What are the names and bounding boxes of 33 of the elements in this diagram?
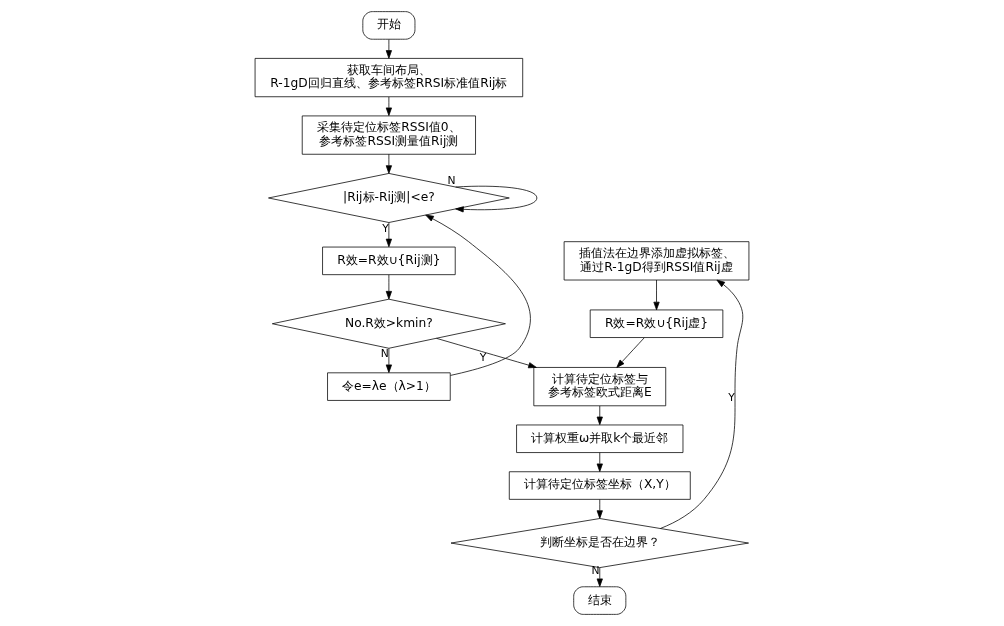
edge-label: Y bbox=[728, 391, 735, 405]
arrow bbox=[455, 185, 538, 213]
node-box: 开始 bbox=[362, 11, 416, 40]
arrow bbox=[660, 279, 744, 529]
arrow bbox=[596, 499, 603, 519]
arrow bbox=[385, 39, 392, 59]
arrow bbox=[425, 214, 531, 376]
edge-label: Y bbox=[382, 221, 389, 235]
node-box: R效=R效∪{Rij测} bbox=[322, 246, 456, 276]
arrow bbox=[385, 222, 392, 248]
node-diamond: No.R效>kmin? bbox=[271, 298, 506, 349]
node-box: R效=R效∪{Rij虚} bbox=[589, 309, 724, 338]
arrow bbox=[385, 96, 392, 116]
node-box: 令e=λe（λ>1） bbox=[327, 372, 451, 401]
edge-label: N bbox=[380, 347, 389, 361]
node-box: 计算待定位标签与参考标签欧式距离E bbox=[533, 367, 667, 407]
node-box: 获取车间布局、R-1gD回归直线、参考标签RRSI标准值Rij标 bbox=[254, 58, 524, 98]
arrow bbox=[596, 567, 603, 587]
node-box: 采集待定位标签RSSI值0、参考标签RSSI测量值Rij测 bbox=[301, 115, 476, 155]
arrow bbox=[616, 337, 645, 368]
node-box: 插值法在边界添加虚拟标签、通过R-1gD得到RSSI值Rij虚 bbox=[563, 241, 750, 281]
arrow bbox=[596, 452, 603, 472]
arrow bbox=[436, 337, 537, 369]
arrow bbox=[653, 279, 660, 311]
edge-label: N bbox=[447, 174, 456, 188]
arrow bbox=[385, 348, 392, 373]
arrow bbox=[385, 153, 392, 174]
node-box: 计算待定位标签坐标（X,Y） bbox=[508, 471, 691, 500]
arrow bbox=[385, 274, 392, 300]
edge-label: Y bbox=[479, 351, 487, 365]
arrow bbox=[596, 405, 603, 426]
node-box: 结束 bbox=[573, 586, 627, 615]
node-box: 计算权重ω并取k个最近邻 bbox=[516, 424, 684, 453]
